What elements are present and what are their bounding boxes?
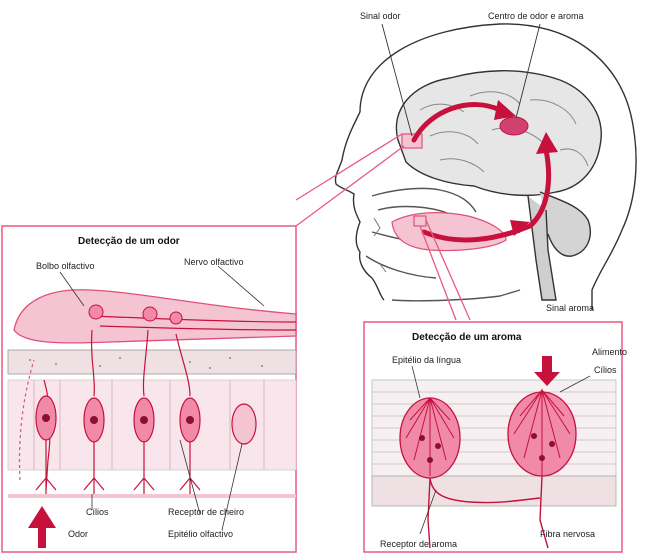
tongue <box>392 213 506 251</box>
label-bolbo-olfactivo: Bolbo olfactivo <box>36 262 95 271</box>
connective-layer <box>372 476 616 506</box>
label-alimento: Alimento <box>592 348 627 357</box>
label-centro-odor-aroma: Centro de odor e aroma <box>488 12 584 21</box>
glomerulus <box>89 305 103 319</box>
taste-bud-left <box>400 398 460 478</box>
mucus-layer <box>8 494 296 498</box>
label-sinal-aroma: Sinal aroma <box>546 304 594 313</box>
label-receptor-cheiro: Receptor de cheiro <box>168 508 244 517</box>
label-odor: Odor <box>68 530 88 539</box>
label-sinal-odor: Sinal odor <box>360 12 401 21</box>
label-epitelio-olfactivo: Epitélio olfactivo <box>168 530 233 539</box>
title-odor-detection: Detecção de um odor <box>78 237 180 247</box>
label-fibra-nervosa: Fibra nervosa <box>540 530 595 539</box>
label-cilios-left: Cílios <box>86 508 109 517</box>
label-receptor-aroma: Receptor de aroma <box>380 540 457 549</box>
label-cilios-right: Cílios <box>594 366 617 375</box>
label-nervo-olfactivo: Nervo olfactivo <box>184 258 244 267</box>
head-illustration <box>335 24 636 310</box>
glomerulus <box>143 307 157 321</box>
label-epitelio-lingua: Epitélio da língua <box>392 356 461 365</box>
glomerulus <box>170 312 182 324</box>
cribriform-plate <box>8 350 296 374</box>
title-aroma-detection: Detecção de um aroma <box>412 333 522 343</box>
odor-aroma-center <box>500 117 528 135</box>
